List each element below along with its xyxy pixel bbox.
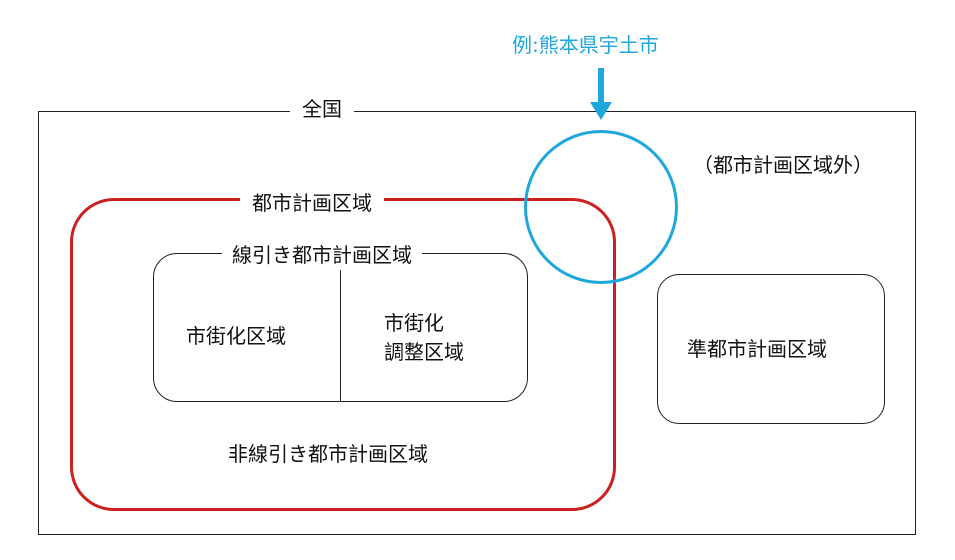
quasi-city-planning-area-label: 準都市計画区域 <box>687 337 827 361</box>
urbanization-promotion-area-label: 市街化区域 <box>186 324 286 348</box>
outside-area-label: （都市計画区域外） <box>693 153 873 177</box>
down-arrow-icon <box>590 68 612 120</box>
city-planning-area-label: 都市計画区域 <box>240 190 384 216</box>
example-location-circle <box>524 130 678 284</box>
urbanization-control-area-label-line1: 市街化 <box>384 311 444 335</box>
non-delineated-area-label: 非線引き都市計画区域 <box>228 442 428 466</box>
nation-label: 全国 <box>290 96 354 122</box>
urbanization-control-area-label-line2: 調整区域 <box>384 340 464 364</box>
example-label: 例:熊本県宇土市 <box>512 33 659 57</box>
nation-area-box <box>38 111 916 535</box>
delineated-area-divider <box>340 270 341 402</box>
delineated-area-label: 線引き都市計画区域 <box>222 242 422 268</box>
quasi-city-planning-area-box <box>657 274 885 424</box>
